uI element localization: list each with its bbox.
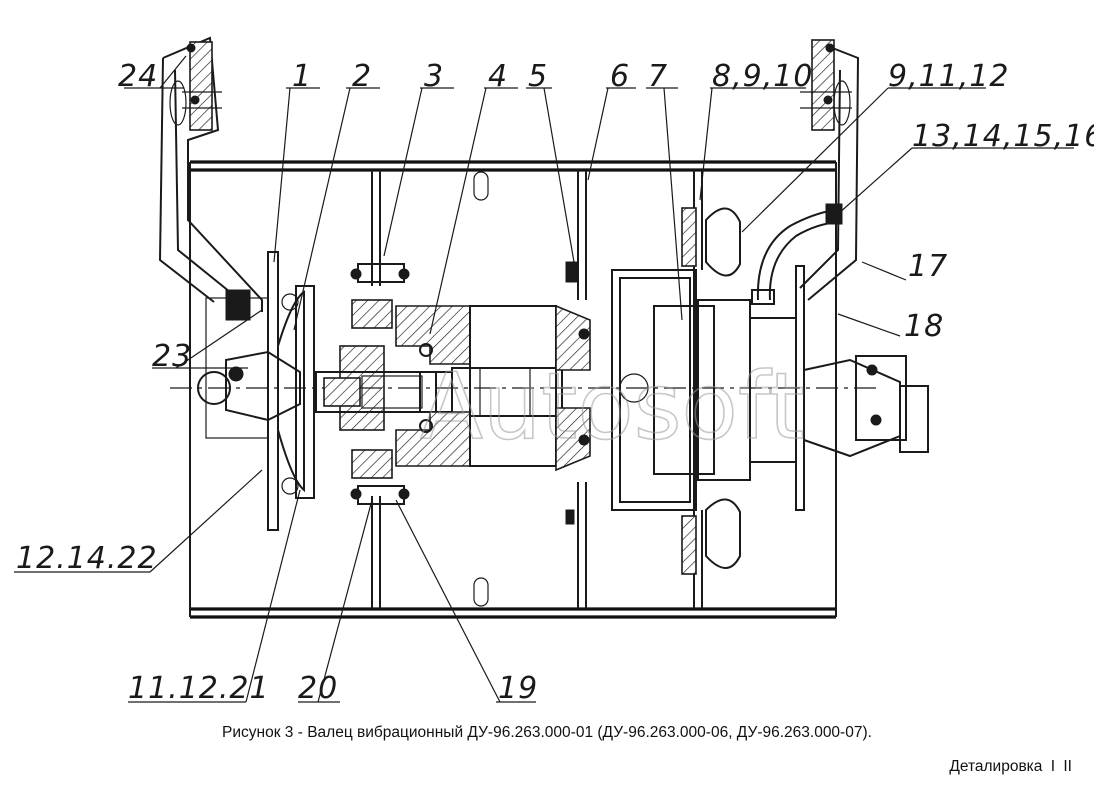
right-frame-bracket [799,39,860,301]
callout-12-14-22: 12.14.22 [16,541,158,576]
callout-7: 7 [648,59,668,94]
left-flange [205,251,385,531]
left-frame-bracket [158,36,263,312]
callout-3: 3 [424,59,444,94]
nav-prev-link[interactable]: I [1050,758,1056,775]
rubber-buffers [681,207,741,575]
callout-13-14-15-16: 13,14,15,16 [912,119,1094,154]
callout-20: 20 [298,671,338,706]
callout-2: 2 [352,59,372,94]
callout-17: 17 [908,249,948,284]
flange-bolts [350,261,579,525]
callout-9-11-12: 9,11,12 [888,59,1010,94]
callout-6: 6 [610,59,630,94]
callout-8-9-10: 8,9,10 [712,59,813,94]
leader-lines [14,55,1074,703]
callout-4: 4 [488,59,508,94]
figure-caption: Рисунок 3 - Валец вибрационный ДУ-96.263… [222,724,872,741]
footer-nav: Деталировка I II [945,758,1072,776]
callout-5: 5 [528,59,548,94]
callout-18: 18 [904,309,944,344]
hydraulic-motor [611,265,929,511]
nav-next-link[interactable]: II [1063,758,1072,775]
callout-19: 19 [498,671,538,706]
callout-11-12-21: 11.12.21 [128,671,270,706]
callout-1: 1 [292,59,312,94]
hydraulic-hose [751,203,843,305]
callout-23: 23 [152,339,192,374]
bearing-housing [351,299,591,479]
drum-shell [189,160,837,619]
watermark: Autosoft [420,353,805,460]
callout-24: 24 [118,59,158,94]
section-link[interactable]: Деталировка [949,758,1043,775]
